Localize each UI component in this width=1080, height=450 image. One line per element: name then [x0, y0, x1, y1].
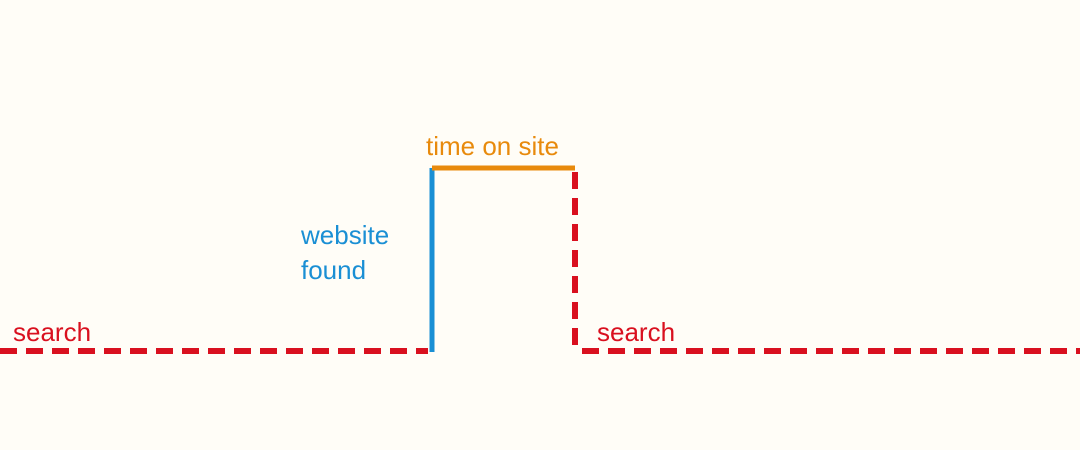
search-label-right: search: [597, 317, 676, 347]
search-label-left: search: [13, 317, 92, 347]
website-found-label-line1: website: [301, 220, 390, 250]
time-on-site-label: time on site: [426, 131, 559, 161]
website-found-label-line2: found: [301, 255, 367, 285]
